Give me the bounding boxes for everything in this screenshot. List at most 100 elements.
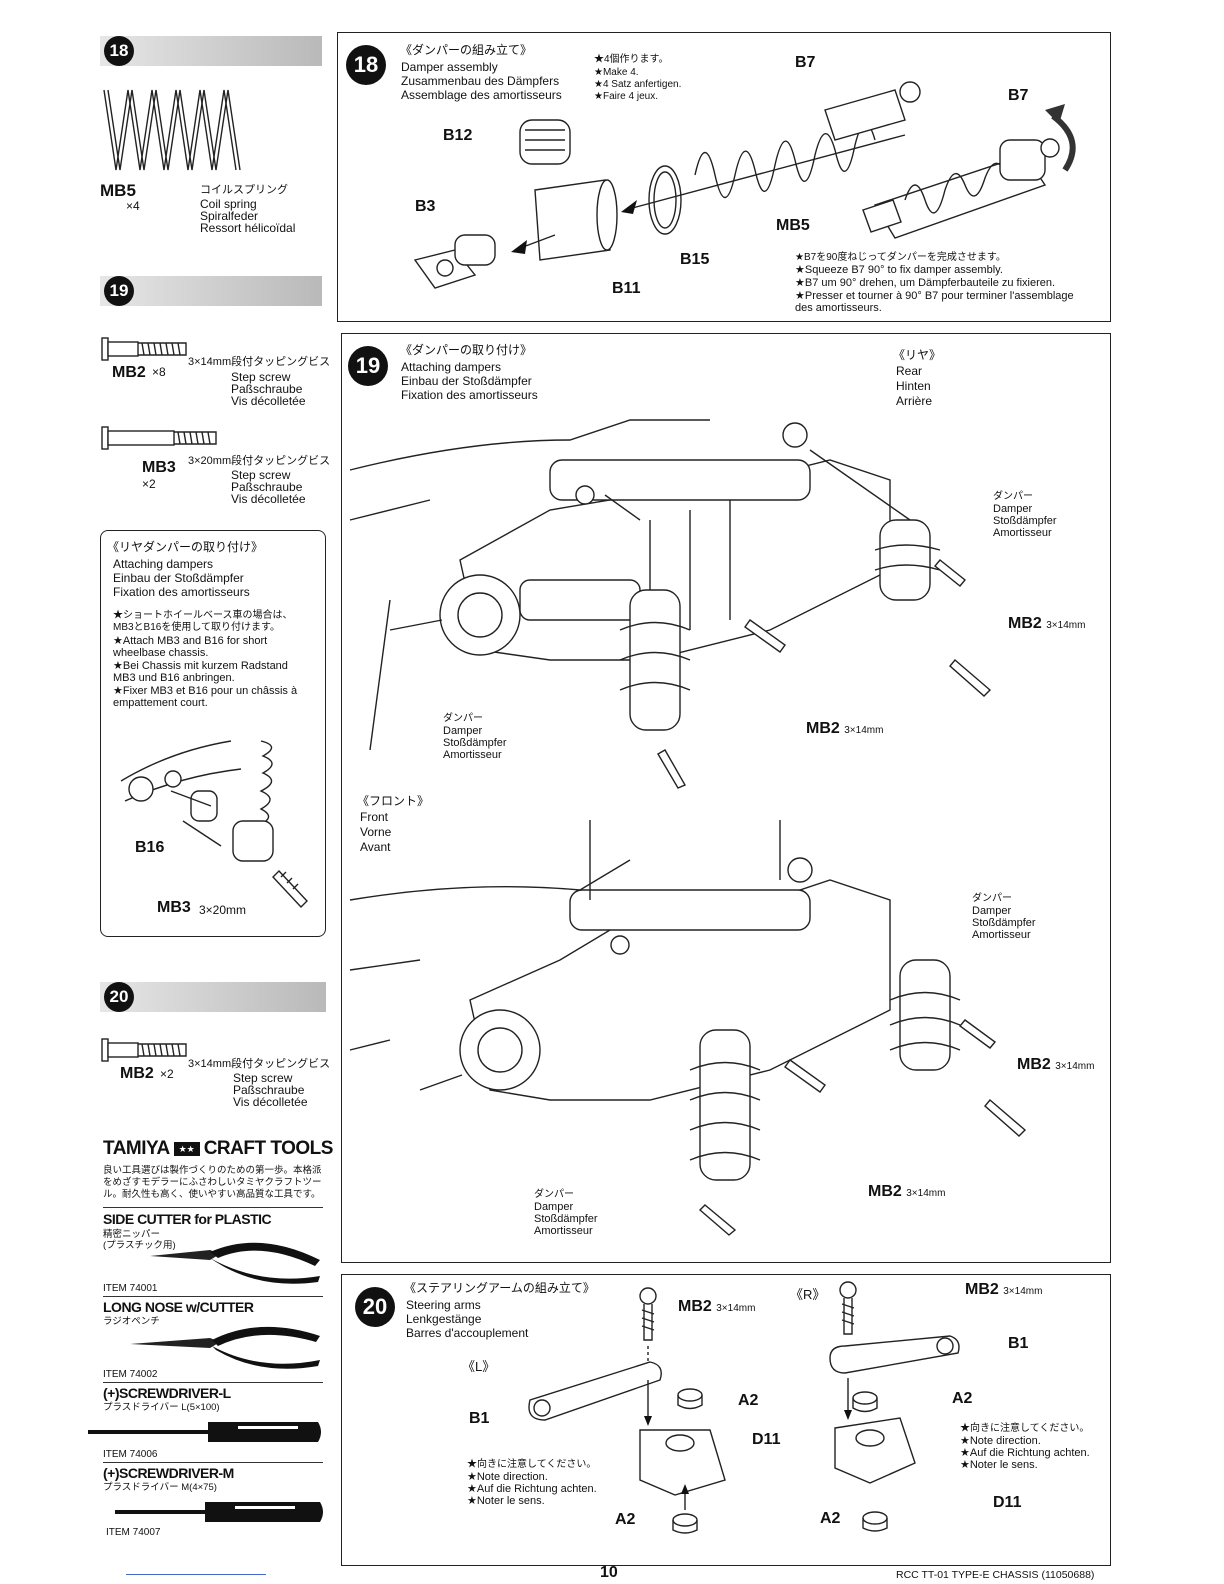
front-left-damper-en: Damper	[534, 1201, 574, 1213]
p18-b12-label: B12	[443, 127, 473, 144]
s20-mb2-part-label: MB2	[120, 1065, 154, 1082]
p18-b15-label: B15	[680, 251, 710, 268]
rear-left-mb2-size: 3×14mm	[844, 725, 884, 736]
mb3-fr: Vis décolletée	[231, 492, 306, 506]
craft-tools-desc3: ル。耐久性も高く、使いやすい高品質な工具です。	[103, 1189, 321, 1200]
p20-right-label: 《R》	[790, 1287, 826, 1302]
mb3-jp: 3×20mm段付タッピングビス	[188, 455, 331, 467]
steering-arm-l-illustration	[528, 1287, 726, 1534]
rear-label-jp: 《リヤ》	[893, 348, 942, 362]
p20-l-a2-top-label: A2	[738, 1392, 759, 1409]
tool-item-screwdriver-l: ITEM 74006	[103, 1449, 158, 1460]
rear-box-note-de2: MB3 und B16 anbringen.	[113, 672, 235, 684]
front-label-fr: Avant	[360, 840, 391, 854]
p20-r-note-jp: ★向きに注意してください。	[960, 1423, 1090, 1434]
mb2-screw-icon-s20	[101, 1038, 187, 1062]
tool-title-screwdriver-l: (+)SCREWDRIVER-L	[103, 1385, 231, 1401]
p18-note-en: ★Squeeze B7 90° to fix damper assembly.	[795, 264, 1003, 276]
side-cutter-icon	[150, 1242, 320, 1284]
p20-r-a2-bottom-label: A2	[820, 1510, 841, 1527]
rear-box-note-fr2: empattement court.	[113, 697, 208, 709]
mb5-fr: Ressort hélicoïdal	[200, 221, 296, 235]
tamiya-brand: TAMIYA	[103, 1138, 170, 1159]
p20-title-en: Steering arms	[406, 1298, 481, 1312]
s20-mb2-fr: Vis décolletée	[233, 1095, 308, 1109]
rear-damper-label-de: Stoßdämpfer	[993, 515, 1057, 527]
front-left-mb2-callout: MB2 3×14mm	[868, 1183, 945, 1201]
b16-label: B16	[135, 839, 165, 856]
front-left-mb2-label: MB2	[868, 1183, 902, 1200]
p20-l-mb2-label: MB2	[678, 1298, 712, 1315]
p18-note-fr1: ★Presser et tourner à 90° B7 pour termin…	[795, 290, 1074, 302]
rear-mb3-label: MB3	[157, 899, 191, 916]
p20-l-a2-bottom-label: A2	[615, 1511, 636, 1528]
step20-panel	[341, 1274, 1111, 1566]
p19-badge: 19	[348, 346, 388, 386]
front-right-damper-de: Stoßdämpfer	[972, 917, 1036, 929]
tool-item-long-nose: ITEM 74002	[103, 1369, 158, 1380]
screwdriver-m-icon	[115, 1502, 323, 1522]
tools-rule-2	[103, 1382, 323, 1383]
front-right-mb2-callout: MB2 3×14mm	[1017, 1056, 1094, 1074]
rear-label-fr: Arrière	[896, 394, 933, 408]
coil-spring-illustration	[103, 89, 241, 171]
p20-r-mb2-size: 3×14mm	[1003, 1286, 1043, 1297]
long-nose-pliers-icon	[130, 1326, 320, 1369]
p18-b11-label: B11	[612, 280, 641, 297]
p18-title-jp: 《ダンパーの組み立て》	[400, 43, 533, 57]
front-right-mb2-size: 3×14mm	[1055, 1061, 1095, 1072]
tool-title-screwdriver-m: (+)SCREWDRIVER-M	[103, 1465, 234, 1481]
p19-title-jp: 《ダンパーの取り付け》	[400, 343, 533, 357]
tool-title-side-cutter: SIDE CUTTER for PLASTIC	[103, 1211, 272, 1227]
screwdriver-l-icon	[88, 1422, 321, 1442]
p20-l-note-fr: ★Noter le sens.	[467, 1495, 545, 1507]
rear-left-mb2-callout: MB2 3×14mm	[806, 720, 883, 738]
craft-tools-desc1: 良い工具選びは製作づくりのための第一歩。本格派	[103, 1165, 322, 1176]
p20-r-mb2-callout: MB2 3×14mm	[965, 1281, 1042, 1299]
mb3-qty: ×2	[142, 477, 156, 491]
step18-panel	[337, 32, 1111, 322]
rear-right-mb2-label: MB2	[1008, 615, 1042, 632]
step19-badge: 19	[104, 276, 134, 306]
tool-jp-side-cutter: 精密ニッパー	[103, 1229, 161, 1240]
mb2-en: Step screw	[231, 370, 291, 384]
p18-mb5-label: MB5	[776, 217, 810, 234]
mb5-de: Spiralfeder	[200, 209, 259, 223]
mb2-part-label: MB2	[112, 364, 146, 381]
step19-header-bar	[100, 276, 322, 306]
p18-title-en: Damper assembly	[401, 60, 498, 74]
p20-l-mb2-callout: MB2 3×14mm	[678, 1298, 755, 1316]
tool-jp-screwdriver-m: プラスドライバー M(4×75)	[103, 1482, 217, 1493]
s20-mb2-qty: ×2	[160, 1067, 174, 1081]
rear-damper-label-jp: ダンパー	[993, 491, 1033, 502]
model-footer: RCC TT-01 TYPE-E CHASSIS (11050688)	[896, 1569, 1095, 1581]
tool-item-side-cutter: ITEM 74001	[103, 1283, 158, 1294]
rear-right-mb2-size: 3×14mm	[1046, 620, 1086, 631]
tool-jp2-side-cutter: (プラスチック用)	[103, 1240, 176, 1251]
rear-left-damper-jp: ダンパー	[443, 713, 483, 724]
step19-panel	[341, 333, 1111, 1263]
rear-box-title-de: Einbau der Stoßdämpfer	[113, 571, 244, 585]
tools-rule-0	[103, 1207, 323, 1208]
front-left-damper-fr: Amortisseur	[534, 1225, 593, 1237]
p18-title-de: Zusammenbau des Dämpfers	[401, 74, 560, 88]
front-chassis-illustration	[349, 820, 1027, 1236]
rear-box-note-en1: ★Attach MB3 and B16 for short	[113, 635, 268, 647]
craft-tools-desc2: をめざすモデラーにふさわしいタミヤクラフトツー	[103, 1177, 322, 1188]
p20-title-fr: Barres d'accouplement	[406, 1326, 529, 1340]
p18-make-en: ★Make 4.	[594, 67, 639, 78]
rear-label-en: Rear	[896, 364, 923, 378]
step18-header-bar	[100, 36, 322, 66]
front-right-damper-fr: Amortisseur	[972, 929, 1031, 941]
front-label-de: Vorne	[360, 825, 392, 839]
rear-damper-label-fr: Amortisseur	[993, 527, 1052, 539]
tool-title-long-nose: LONG NOSE w/CUTTER	[103, 1299, 254, 1315]
p20-l-d11-label: D11	[752, 1431, 781, 1448]
p19-title-en: Attaching dampers	[401, 360, 502, 374]
p20-l-note-jp: ★向きに注意してください。	[467, 1459, 597, 1470]
p20-l-mb2-size: 3×14mm	[716, 1303, 756, 1314]
s20-mb2-jp: 3×14mm段付タッピングビス	[188, 1058, 331, 1070]
rear-left-damper-fr: Amortisseur	[443, 749, 502, 761]
craft-tools-brand: CRAFT TOOLS	[203, 1138, 334, 1159]
rear-box-note-de1: ★Bei Chassis mit kurzem Radstand	[113, 660, 288, 672]
